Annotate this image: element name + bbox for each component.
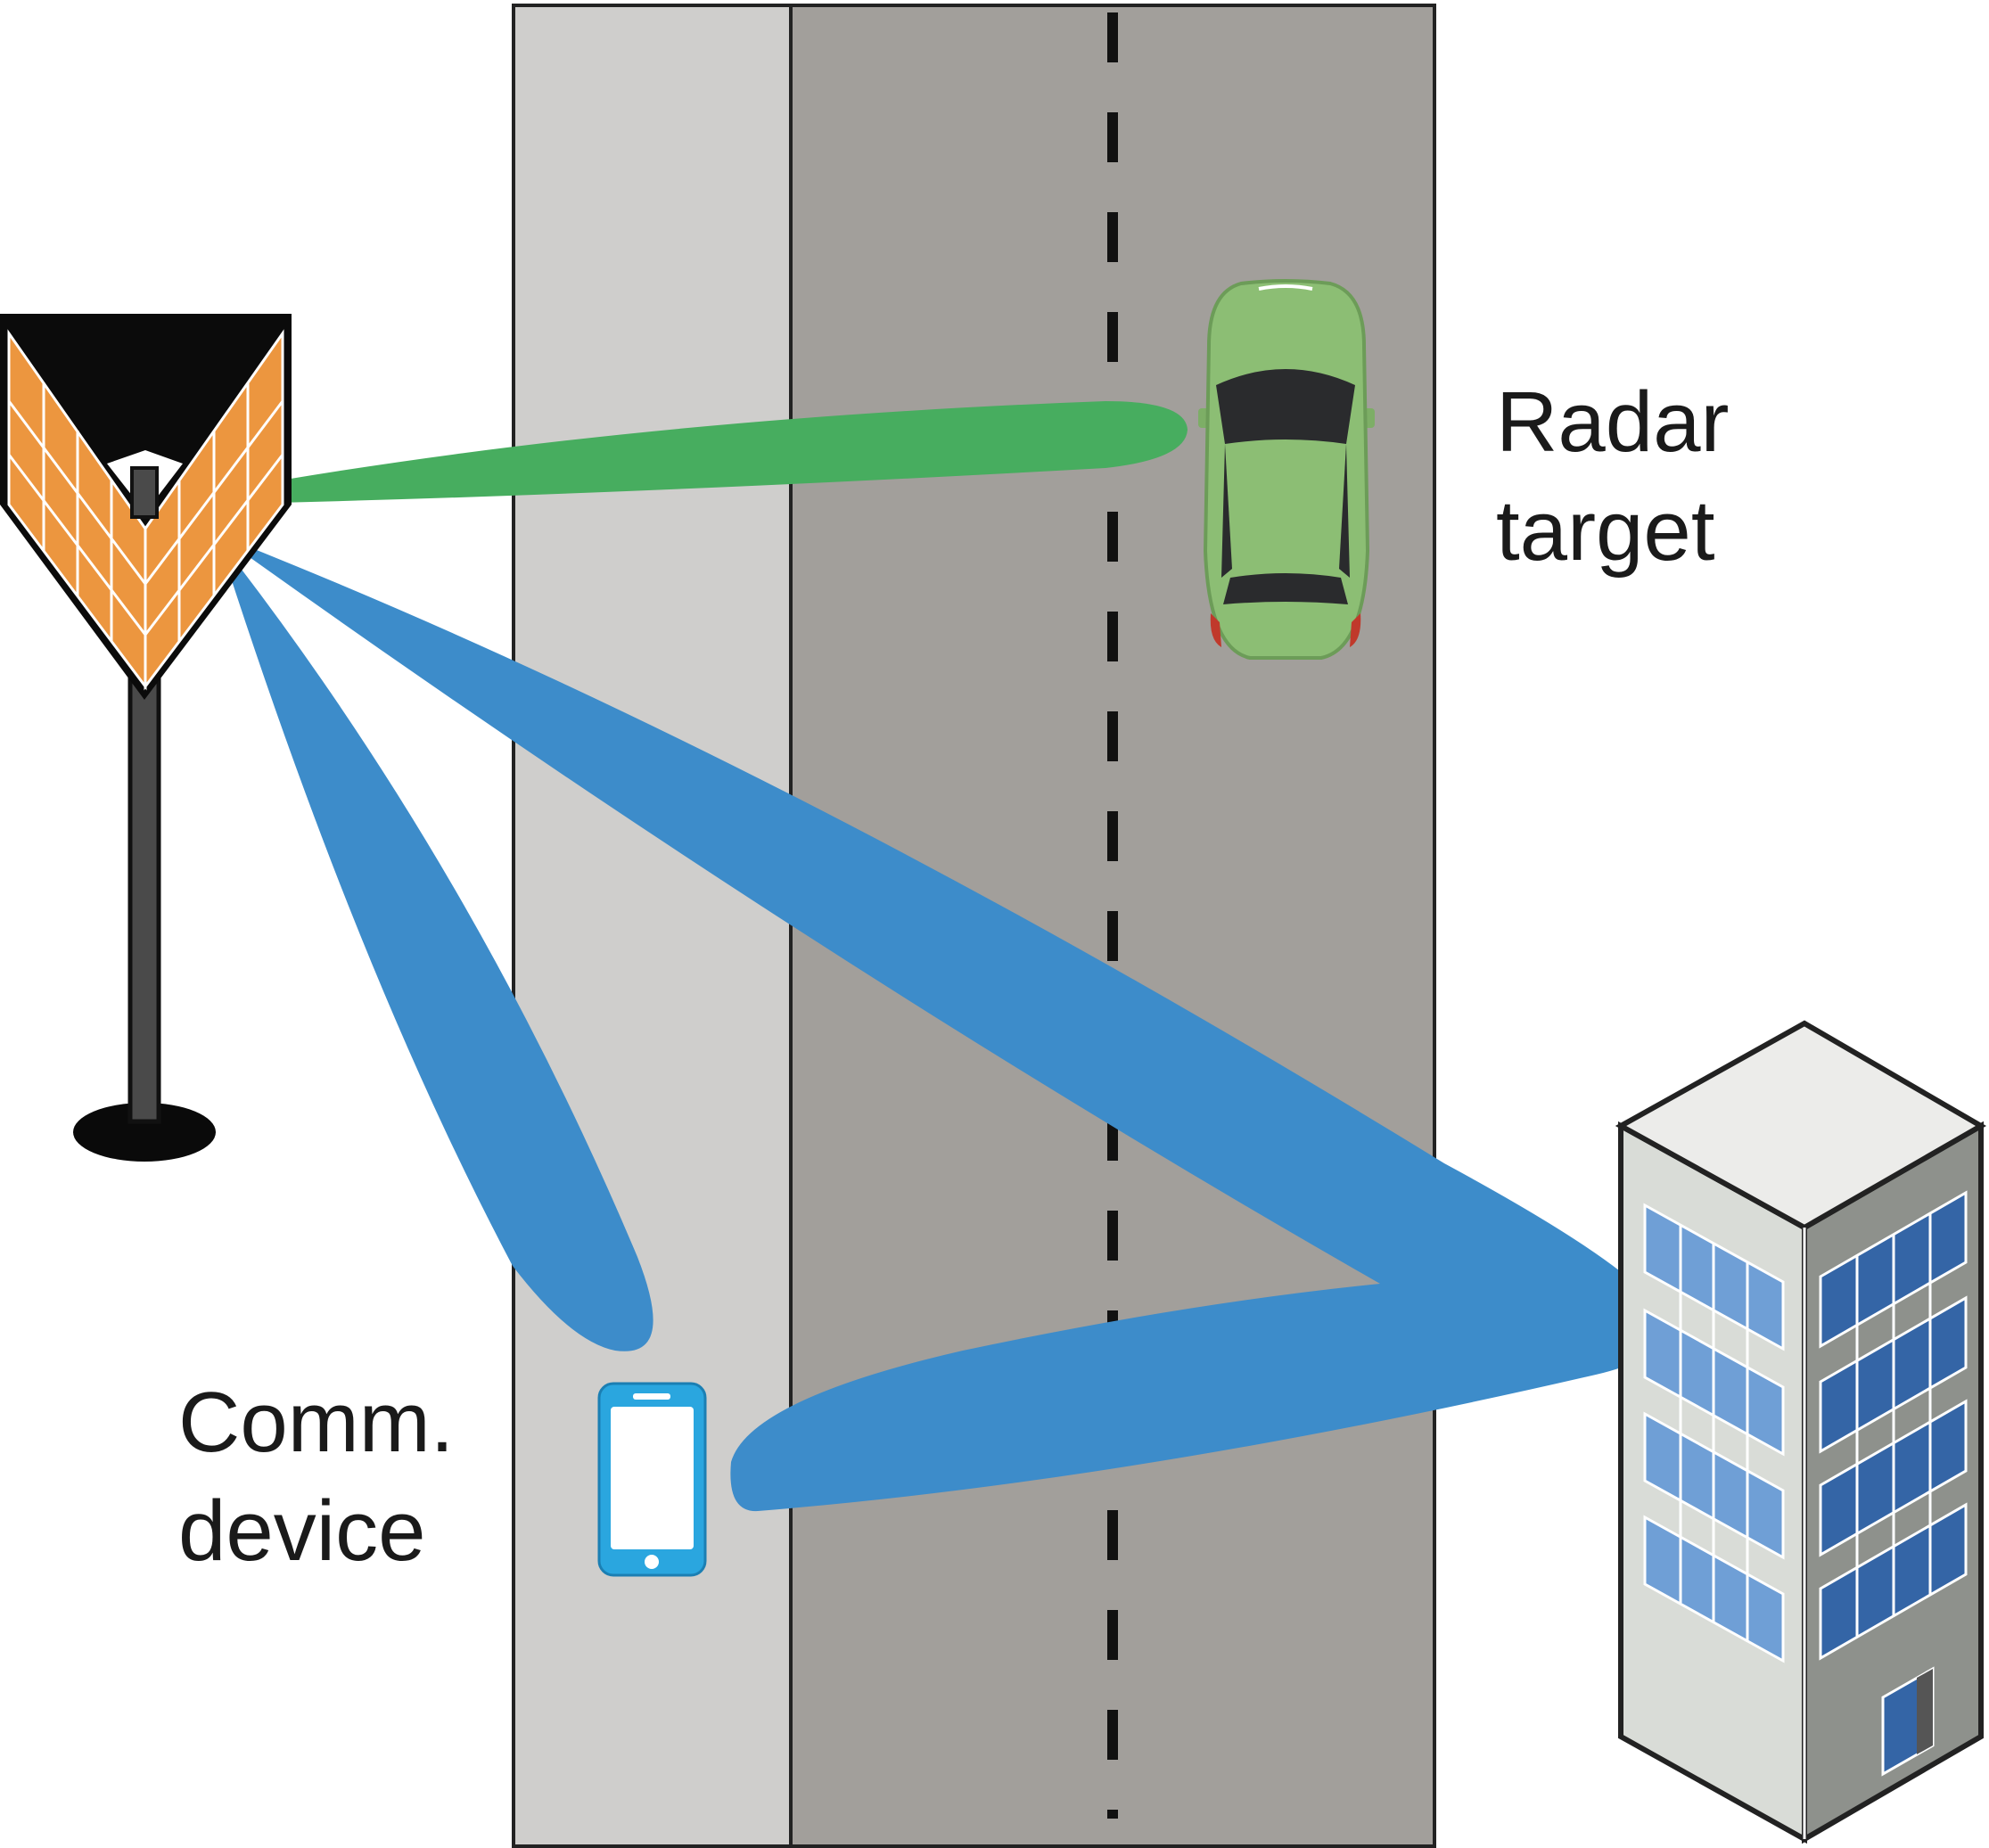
comm-label-line2: device bbox=[178, 1483, 426, 1579]
comm-device-label: Comm. device bbox=[178, 1375, 454, 1579]
comm-label-line1: Comm. bbox=[178, 1375, 454, 1470]
building-icon bbox=[1615, 1020, 1986, 1844]
base-station-icon bbox=[0, 314, 292, 1162]
car-icon bbox=[1198, 279, 1375, 660]
radar-beam bbox=[234, 401, 1188, 504]
smartphone-icon bbox=[597, 1382, 707, 1577]
beams bbox=[218, 401, 1666, 1512]
radar-target-label: Radar target bbox=[1496, 374, 1729, 579]
comm-beam-direct bbox=[218, 539, 653, 1351]
comm-beam-reflected bbox=[218, 535, 1666, 1512]
radar-label-line2: target bbox=[1496, 483, 1714, 579]
radar-label-line1: Radar bbox=[1496, 374, 1729, 470]
